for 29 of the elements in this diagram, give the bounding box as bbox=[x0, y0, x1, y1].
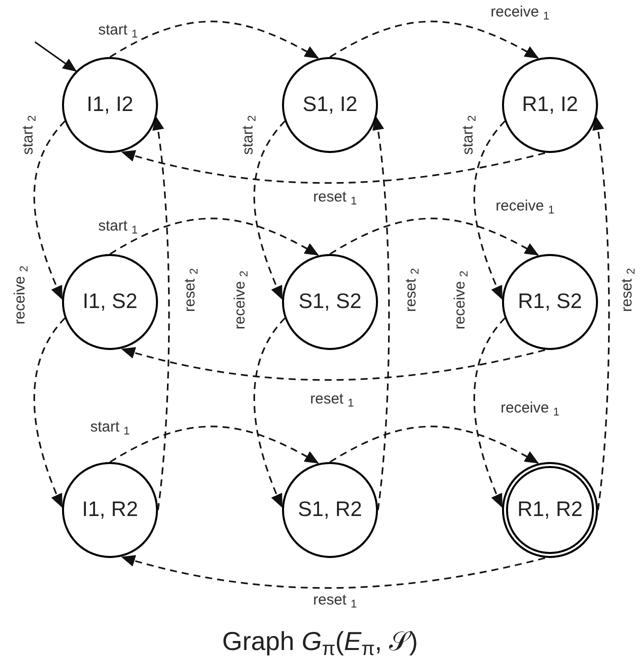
arrow bbox=[372, 116, 390, 510]
arrow bbox=[152, 116, 170, 510]
edge-label: start $_{1}$ bbox=[90, 420, 130, 434]
edge-label: receive $_{1}$ bbox=[500, 400, 560, 416]
arrow bbox=[33, 120, 66, 300]
edge-label: start $_{1}$ bbox=[98, 22, 138, 38]
arrow bbox=[121, 150, 546, 184]
arrow bbox=[34, 317, 66, 508]
arrow bbox=[474, 317, 506, 508]
arrow bbox=[473, 120, 506, 300]
arrow bbox=[110, 20, 319, 59]
caption: Graph G$_{π}$(E$_{π}$, 𝒮) bbox=[221, 628, 419, 654]
arrow bbox=[330, 218, 539, 256]
arrow bbox=[592, 116, 610, 510]
edge-label: reset $_{1}$ bbox=[313, 190, 357, 204]
edge-label: receive $_{1}$ bbox=[490, 4, 550, 20]
arrow bbox=[121, 346, 546, 381]
arrow bbox=[330, 426, 539, 464]
edge-label: start $_{1}$ bbox=[98, 218, 138, 234]
arrow bbox=[110, 218, 319, 256]
arrow bbox=[330, 20, 539, 59]
arrow bbox=[254, 317, 286, 508]
arrow bbox=[34, 41, 77, 72]
arrow bbox=[253, 120, 286, 300]
edge-label: reset $_{1}$ bbox=[313, 592, 357, 608]
edge-label: receive $_{1}$ bbox=[496, 198, 554, 214]
arrow bbox=[110, 426, 319, 464]
edge-label: reset $_{1}$ bbox=[310, 392, 354, 406]
arrow bbox=[121, 554, 546, 589]
